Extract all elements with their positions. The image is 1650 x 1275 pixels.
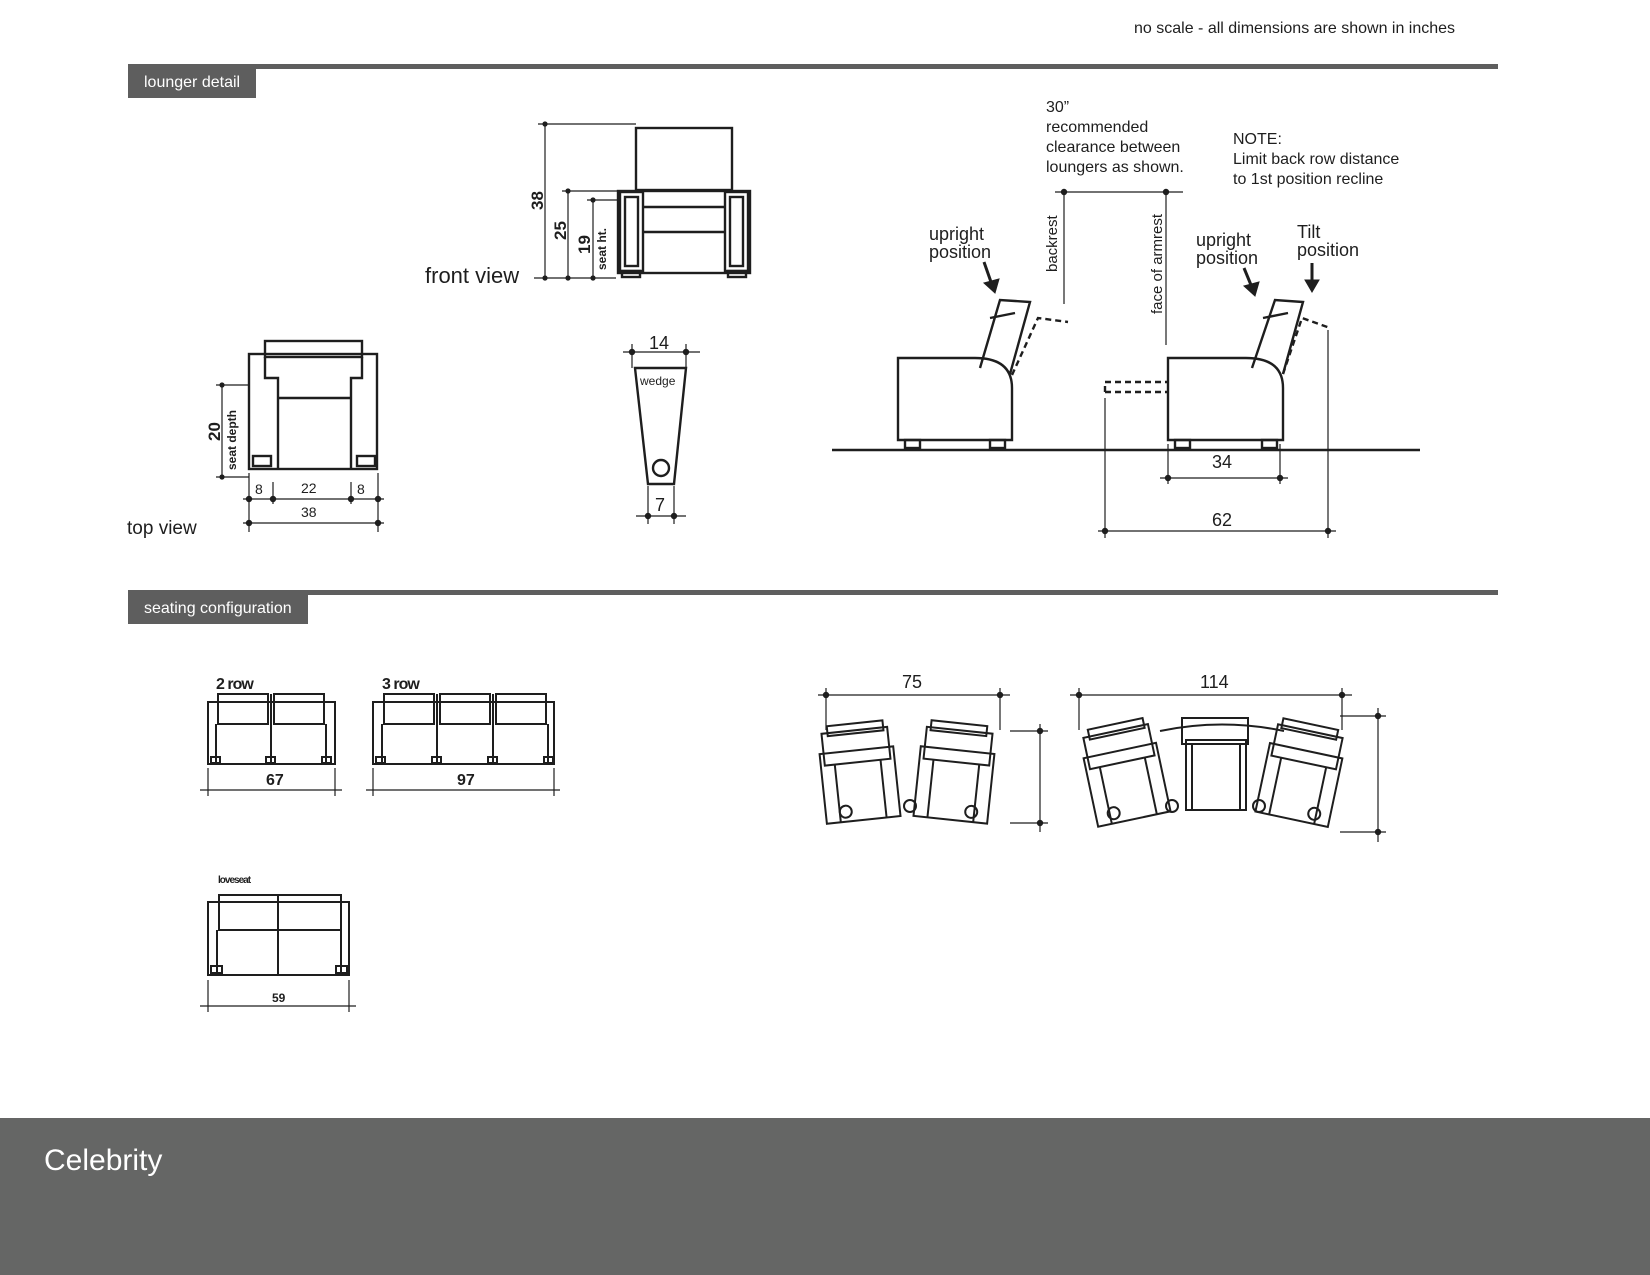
dim-front-seat-height: 19 xyxy=(575,235,594,254)
side-view-drawing xyxy=(832,298,1420,452)
two-row-plan xyxy=(207,693,336,765)
upright-position-label-right: upright position xyxy=(1196,230,1258,268)
side-view-arrows xyxy=(982,261,1320,297)
scale-note: no scale - all dimensions are shown in i… xyxy=(1134,20,1456,37)
dim-wedge-bottom: 7 xyxy=(655,495,665,515)
side-view-dimensions xyxy=(1055,188,1336,538)
section-divider xyxy=(128,64,1498,69)
dim-top-depth: 20 xyxy=(205,422,224,441)
section-tab-seating-configuration: seating configuration xyxy=(128,593,308,624)
front-view-label: front view xyxy=(425,263,519,288)
top-view-label: top view xyxy=(127,518,197,539)
footer-bar: Celebrity xyxy=(0,1118,1650,1275)
loveseat-dimension xyxy=(200,980,356,1012)
top-view-dimensions xyxy=(216,382,384,532)
dim-side-reclined: 62 xyxy=(1212,510,1232,530)
dim-curved-two-width: 75 xyxy=(902,672,922,692)
dim-top-arm-right: 8 xyxy=(357,481,365,497)
dim-side-depth: 34 xyxy=(1212,452,1232,472)
two-row-label: 2 row xyxy=(216,676,254,693)
dim-loveseat-width: 59 xyxy=(272,991,286,1005)
section-divider xyxy=(128,590,1498,595)
face-of-armrest-label: face of armrest xyxy=(1149,213,1166,314)
technical-drawing: 38 25 19 seat ht. front view 20 seat dep… xyxy=(127,99,1420,1012)
wedge-drawing xyxy=(633,366,688,486)
three-row-plan xyxy=(372,693,555,765)
dim-front-seat-height-label: seat ht. xyxy=(595,228,609,270)
loveseat-label: loveseat xyxy=(218,875,252,886)
dim-top-arm-left: 8 xyxy=(255,481,263,497)
dim-front-height: 38 xyxy=(528,191,547,210)
front-view-drawing xyxy=(616,126,752,279)
dim-top-depth-label: seat depth xyxy=(225,410,239,470)
dim-curved-three-width: 114 xyxy=(1200,672,1229,692)
dim-top-seat-width: 22 xyxy=(301,480,317,496)
row-dimensions xyxy=(200,768,560,796)
curved-three-dimensions xyxy=(1070,688,1386,842)
curved-two-dimensions xyxy=(818,688,1048,832)
recline-note: NOTE: Limit back row distance to 1st pos… xyxy=(1233,131,1404,188)
top-view-drawing xyxy=(247,339,379,471)
three-row-label: 3 row xyxy=(382,676,420,693)
wedge-label: wedge xyxy=(639,374,676,388)
dim-top-total-width: 38 xyxy=(301,504,317,520)
wedge-dimensions xyxy=(623,344,700,524)
clearance-note: 30” recommended clearance between lounge… xyxy=(1046,99,1185,176)
section-tab-lounger-detail: lounger detail xyxy=(128,67,257,98)
curved-three-plan xyxy=(1082,716,1344,829)
loveseat-plan xyxy=(207,894,350,976)
tilt-position-label: Tilt position xyxy=(1297,222,1359,260)
front-view-dimensions xyxy=(534,121,636,281)
footer-title: Celebrity xyxy=(44,1144,163,1177)
dim-front-arm-height: 25 xyxy=(551,221,570,240)
dim-three-row-width: 97 xyxy=(457,772,475,789)
upright-position-label-left: upright position xyxy=(929,224,991,262)
dim-two-row-width: 67 xyxy=(266,772,284,789)
dim-wedge-top: 14 xyxy=(649,333,669,353)
backrest-label: backrest xyxy=(1044,214,1061,272)
curved-two-plan xyxy=(818,719,996,825)
